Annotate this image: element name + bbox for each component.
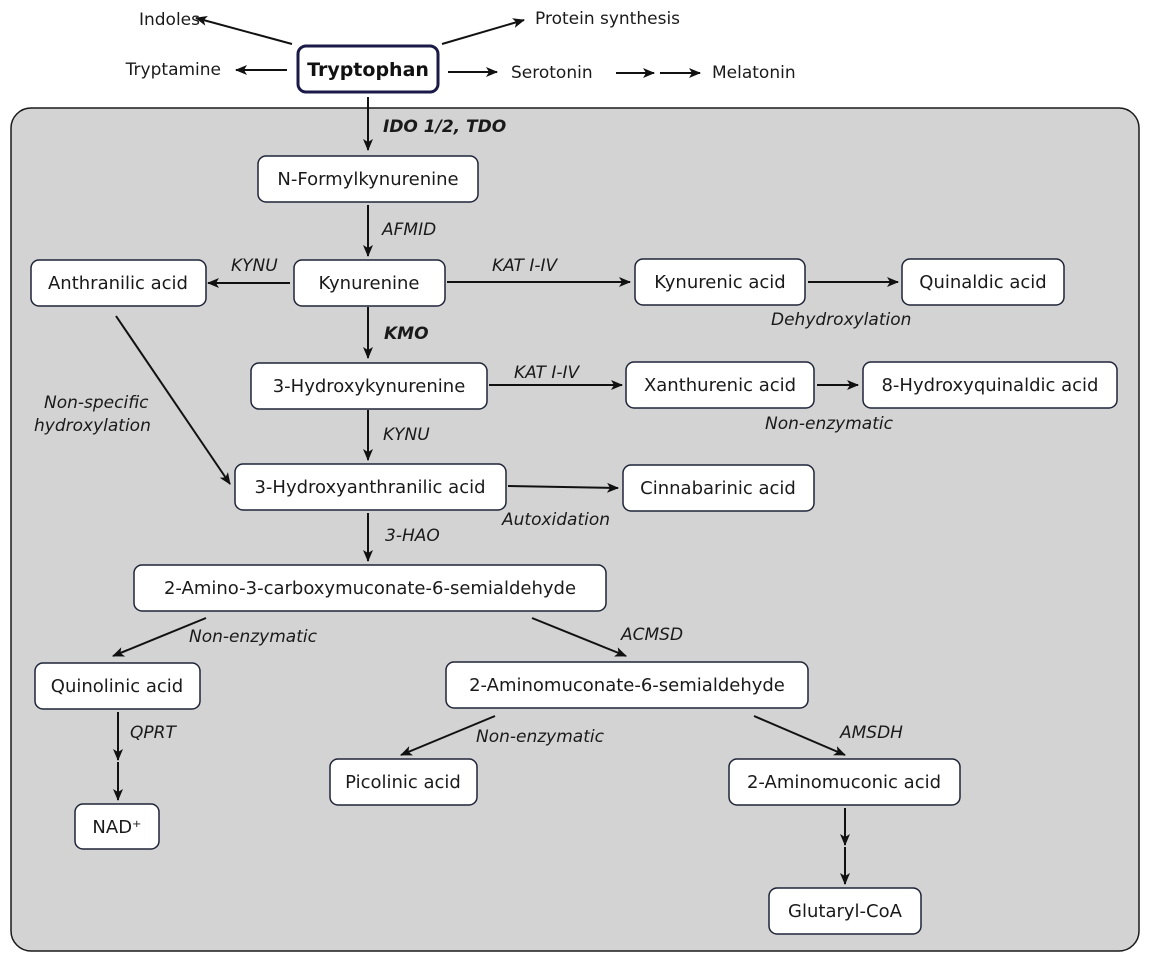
- nad-node: NAD⁺: [74, 803, 160, 850]
- anthranilic-acid-label: Anthranilic acid: [48, 273, 188, 294]
- picolinic-acid-label: Picolinic acid: [345, 772, 461, 793]
- protein-synthesis-label: Protein synthesis: [535, 9, 680, 29]
- xanthurenic-acid-label: Xanthurenic acid: [644, 375, 796, 396]
- hao-label: 3-HAO: [385, 526, 440, 546]
- kat-label-2: KAT I-IV: [514, 363, 580, 383]
- cinnabarinic-acid-label: Cinnabarinic acid: [640, 478, 796, 499]
- arrow-acms-to-quinolinic: [112, 617, 207, 657]
- non-enzymatic-label-2: Non-enzymatic: [189, 627, 318, 647]
- autoxidation-label: Autoxidation: [501, 510, 610, 530]
- arrow-acms-to-amsa: [531, 617, 627, 657]
- qprt-label: QPRT: [130, 723, 177, 743]
- n-formylkynurenine-node: N-Formylkynurenine: [257, 155, 479, 203]
- cinnabarinic-acid-node: Cinnabarinic acid: [622, 464, 815, 512]
- nonspecific-hydroxylation-label-1: Non-specific: [44, 393, 149, 413]
- arrow-amsa-to-picolinic: [400, 715, 496, 756]
- acmsd-label: ACMSD: [620, 625, 683, 645]
- serotonin-label: Serotonin: [511, 63, 593, 83]
- arrow-to-protein-synthesis: [441, 18, 525, 45]
- 3-hydroxykynurenine-label: 3-Hydroxykynurenine: [273, 376, 466, 397]
- kynurenic-acid-label: Kynurenic acid: [654, 272, 785, 293]
- 3-hydroxykynurenine-node: 3-Hydroxykynurenine: [250, 362, 488, 410]
- aminomuconic-acid-node: 2-Aminomuconic acid: [728, 758, 961, 806]
- anthranilic-acid-node: Anthranilic acid: [30, 259, 207, 307]
- tryptophan-node: Tryptophan: [296, 44, 440, 94]
- kmo-label: KMO: [384, 324, 429, 344]
- pathway-panel: [10, 107, 1140, 952]
- picolinic-acid-node: Picolinic acid: [329, 758, 478, 806]
- nad-label: NAD⁺: [92, 817, 141, 838]
- tryptamine-label: Tryptamine: [125, 60, 221, 80]
- 8-hydroxyquinaldic-acid-label: 8-Hydroxyquinaldic acid: [881, 375, 1098, 396]
- melatonin-label: Melatonin: [712, 63, 796, 83]
- aminomuconic-acid-label: 2-Aminomuconic acid: [747, 772, 941, 793]
- amsa-label: 2-Aminomuconate-6-semialdehyde: [469, 675, 785, 696]
- non-enzymatic-label-3: Non-enzymatic: [476, 727, 605, 747]
- quinaldic-acid-node: Quinaldic acid: [901, 258, 1065, 306]
- xanthurenic-acid-node: Xanthurenic acid: [625, 361, 815, 409]
- n-formylkynurenine-label: N-Formylkynurenine: [277, 169, 458, 190]
- arrow-3haa-to-cinnabarinic: [507, 482, 619, 493]
- 3-hydroxyanthranilic-acid-node: 3-Hydroxyanthranilic acid: [234, 463, 507, 511]
- glutaryl-coa-label: Glutaryl-CoA: [788, 901, 903, 922]
- kat-label-1: KAT I-IV: [492, 256, 558, 276]
- non-enzymatic-label-1: Non-enzymatic: [765, 414, 894, 434]
- afmid-label: AFMID: [381, 220, 436, 240]
- glutaryl-coa-node: Glutaryl-CoA: [768, 887, 922, 935]
- kynurenine-label: Kynurenine: [319, 273, 420, 294]
- arrows: [112, 16, 899, 885]
- quinolinic-acid-label: Quinolinic acid: [51, 676, 183, 697]
- kynurenine-node: Kynurenine: [293, 259, 446, 307]
- tryptophan-label: Tryptophan: [307, 59, 429, 81]
- 3-hydroxyanthranilic-acid-label: 3-Hydroxyanthranilic acid: [254, 477, 485, 498]
- kynu-label-1: KYNU: [231, 256, 278, 276]
- nonspecific-hydroxylation-label-2: hydroxylation: [34, 416, 151, 436]
- acms-label: 2-Amino-3-carboxymuconate-6-semialdehyde: [164, 578, 576, 599]
- ido-tdo-label: IDO 1/2, TDO: [383, 117, 506, 137]
- indoles-label: Indoles: [139, 10, 200, 30]
- acms-node: 2-Amino-3-carboxymuconate-6-semialdehyde: [133, 564, 607, 612]
- amsdh-label: AMSDH: [839, 723, 903, 743]
- kynu-label-2: KYNU: [383, 425, 430, 445]
- quinolinic-acid-node: Quinolinic acid: [34, 662, 201, 710]
- dehydroxylation-label: Dehydroxylation: [771, 310, 911, 330]
- arrow-anthranilic-to-3haa: [115, 315, 231, 485]
- arrow-to-indoles: [195, 16, 293, 45]
- quinaldic-acid-label: Quinaldic acid: [919, 272, 1046, 293]
- arrow-amsa-to-aminomuconic: [753, 715, 846, 756]
- kynurenic-acid-node: Kynurenic acid: [634, 258, 806, 306]
- amsa-node: 2-Aminomuconate-6-semialdehyde: [445, 661, 809, 709]
- 8-hydroxyquinaldic-acid-node: 8-Hydroxyquinaldic acid: [862, 361, 1118, 409]
